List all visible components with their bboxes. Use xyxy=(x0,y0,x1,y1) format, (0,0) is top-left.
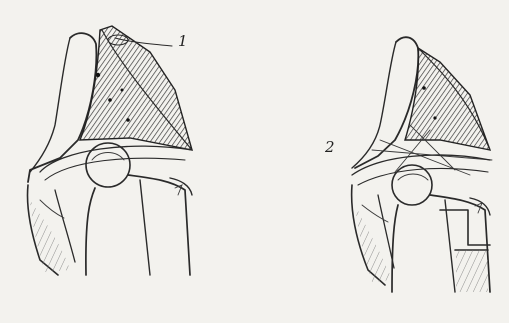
label-two: 2 xyxy=(325,138,335,156)
left-joint-drawing xyxy=(28,26,193,275)
label-one: 1 xyxy=(178,32,188,50)
right-joint-drawing xyxy=(352,37,492,292)
